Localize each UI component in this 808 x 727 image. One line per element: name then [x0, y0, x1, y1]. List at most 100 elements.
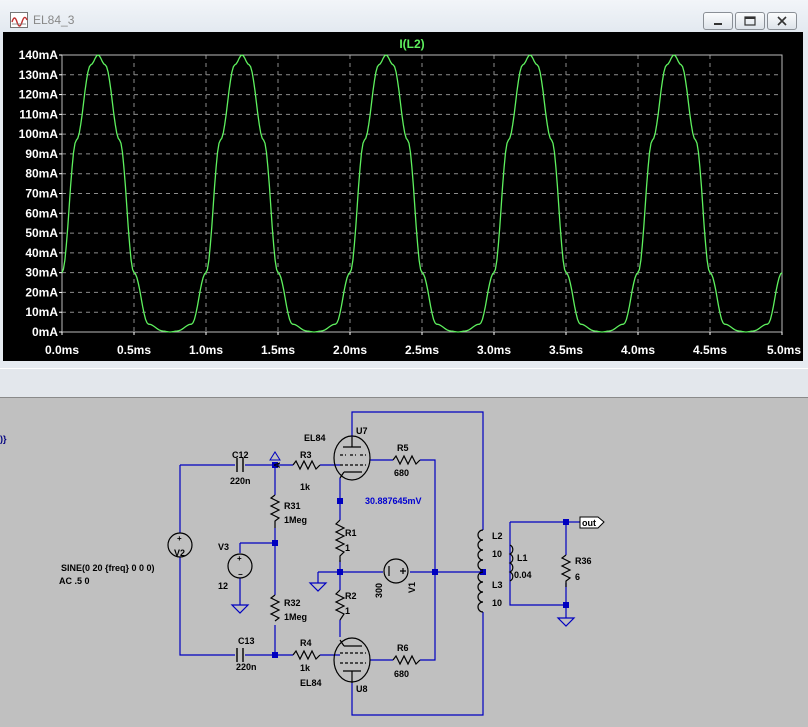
resistor-r31[interactable] [269, 494, 281, 528]
svg-text:A: A [273, 462, 282, 468]
y-tick-label: 120mA [19, 88, 59, 102]
close-icon [777, 16, 787, 26]
v1-value: 300 [374, 583, 384, 598]
c12-value: 220n [230, 476, 251, 486]
restore-icon [744, 16, 756, 26]
r4-value: 1k [300, 663, 311, 673]
r36-value: 6 [575, 572, 580, 582]
waveform-app-icon [10, 12, 28, 28]
x-tick-label: 5.0ms [767, 343, 801, 357]
chart-title: I(L2) [399, 37, 424, 51]
c12-ref: C12 [232, 450, 249, 460]
r32-value: 1Meg [284, 612, 307, 622]
c13-ref: C13 [238, 636, 255, 646]
resistor-r32[interactable] [269, 594, 281, 622]
svg-text:out: out [582, 518, 596, 528]
u7-value: EL84 [304, 433, 326, 443]
r6-value: 680 [394, 669, 409, 679]
y-tick-label: 0mA [32, 325, 58, 339]
x-tick-label: 3.0ms [477, 343, 511, 357]
v2-ac: AC .5 0 [59, 576, 90, 586]
svg-text:−: − [238, 570, 243, 579]
inductor-l1[interactable] [508, 544, 514, 582]
x-tick-label: 4.0ms [621, 343, 655, 357]
voltage-readout: 30.887645mV [365, 496, 422, 506]
r3-ref: R3 [300, 450, 312, 460]
tube-u7[interactable] [333, 435, 371, 481]
minimize-icon [714, 23, 722, 25]
v3-value: 12 [218, 581, 228, 591]
resistor-r6[interactable] [392, 654, 421, 666]
source-v2[interactable]: + V2 [167, 532, 193, 558]
r31-ref: R31 [284, 501, 301, 511]
waveform-chart: 0mA10mA20mA30mA40mA50mA60mA70mA80mA90mA1… [19, 37, 802, 357]
v3-ref: V3 [218, 542, 229, 552]
r5-ref: R5 [397, 443, 409, 453]
l3-value: 10 [492, 598, 502, 608]
svg-text:+: + [177, 534, 182, 543]
r1-value: 1 [345, 543, 350, 553]
u8-ref: U8 [356, 684, 368, 694]
y-tick-label: 140mA [19, 48, 59, 62]
close-button[interactable] [767, 12, 797, 30]
v2-value: SINE(0 20 {freq} 0 0 0) [61, 563, 155, 573]
y-tick-label: 50mA [25, 226, 58, 240]
capacitor-c13[interactable] [236, 648, 244, 662]
x-tick-label: 1.0ms [189, 343, 223, 357]
r36-ref: R36 [575, 556, 592, 566]
capacitor-c12[interactable] [236, 458, 244, 472]
source-v3[interactable]: + − [227, 553, 253, 579]
r5-value: 680 [394, 468, 409, 478]
r2-ref: R2 [345, 591, 357, 601]
inductor-l3[interactable] [477, 571, 484, 613]
net-label-out[interactable]: out [579, 516, 605, 529]
r6-ref: R6 [397, 643, 409, 653]
series-line-i-l2 [61, 54, 783, 333]
wires[interactable] [179, 411, 580, 716]
maximize-button[interactable] [735, 12, 765, 30]
l3-ref: L3 [492, 580, 503, 590]
resistor-r1[interactable] [334, 519, 346, 562]
c13-value: 220n [236, 662, 257, 672]
svg-text:V2: V2 [174, 548, 185, 558]
r4-ref: R4 [300, 638, 312, 648]
y-tick-label: 30mA [25, 266, 58, 280]
resistor-r3[interactable] [292, 459, 321, 471]
probe-flag[interactable]: A [269, 451, 282, 468]
v1-ref: V1 [407, 582, 417, 593]
y-tick-label: 80mA [25, 167, 58, 181]
l1-value: 0.04 [514, 570, 532, 580]
x-tick-label: 4.5ms [693, 343, 727, 357]
y-tick-label: 40mA [25, 246, 58, 260]
svg-text:+: + [237, 554, 242, 563]
directive-fragment: )} [0, 434, 7, 444]
r32-ref: R32 [284, 598, 301, 608]
u7-ref: U7 [356, 426, 368, 436]
source-v1[interactable] [383, 558, 409, 584]
l2-value: 10 [492, 549, 502, 559]
resistor-r4[interactable] [292, 649, 321, 661]
x-tick-label: 3.5ms [549, 343, 583, 357]
x-tick-label: 2.5ms [405, 343, 439, 357]
ground-symbols [230, 582, 576, 627]
minimize-button[interactable] [703, 12, 733, 30]
y-tick-label: 70mA [25, 187, 58, 201]
l1-ref: L1 [517, 553, 528, 563]
resistor-r5[interactable] [392, 454, 421, 466]
y-tick-label: 110mA [19, 107, 58, 121]
y-tick-label: 90mA [25, 147, 58, 161]
x-tick-label: 0.0ms [45, 343, 79, 357]
x-tick-label: 1.5ms [261, 343, 295, 357]
l2-ref: L2 [492, 531, 503, 541]
y-tick-label: 60mA [25, 206, 58, 220]
inductor-l2[interactable] [477, 529, 484, 571]
u8-value: EL84 [300, 678, 322, 688]
resistor-r2[interactable] [334, 589, 346, 621]
schematic-editor[interactable]: )} [0, 399, 808, 727]
resistor-r36[interactable] [560, 554, 572, 587]
tube-u8[interactable] [333, 637, 371, 683]
x-tick-label: 0.5ms [117, 343, 151, 357]
y-tick-label: 130mA [19, 68, 59, 82]
